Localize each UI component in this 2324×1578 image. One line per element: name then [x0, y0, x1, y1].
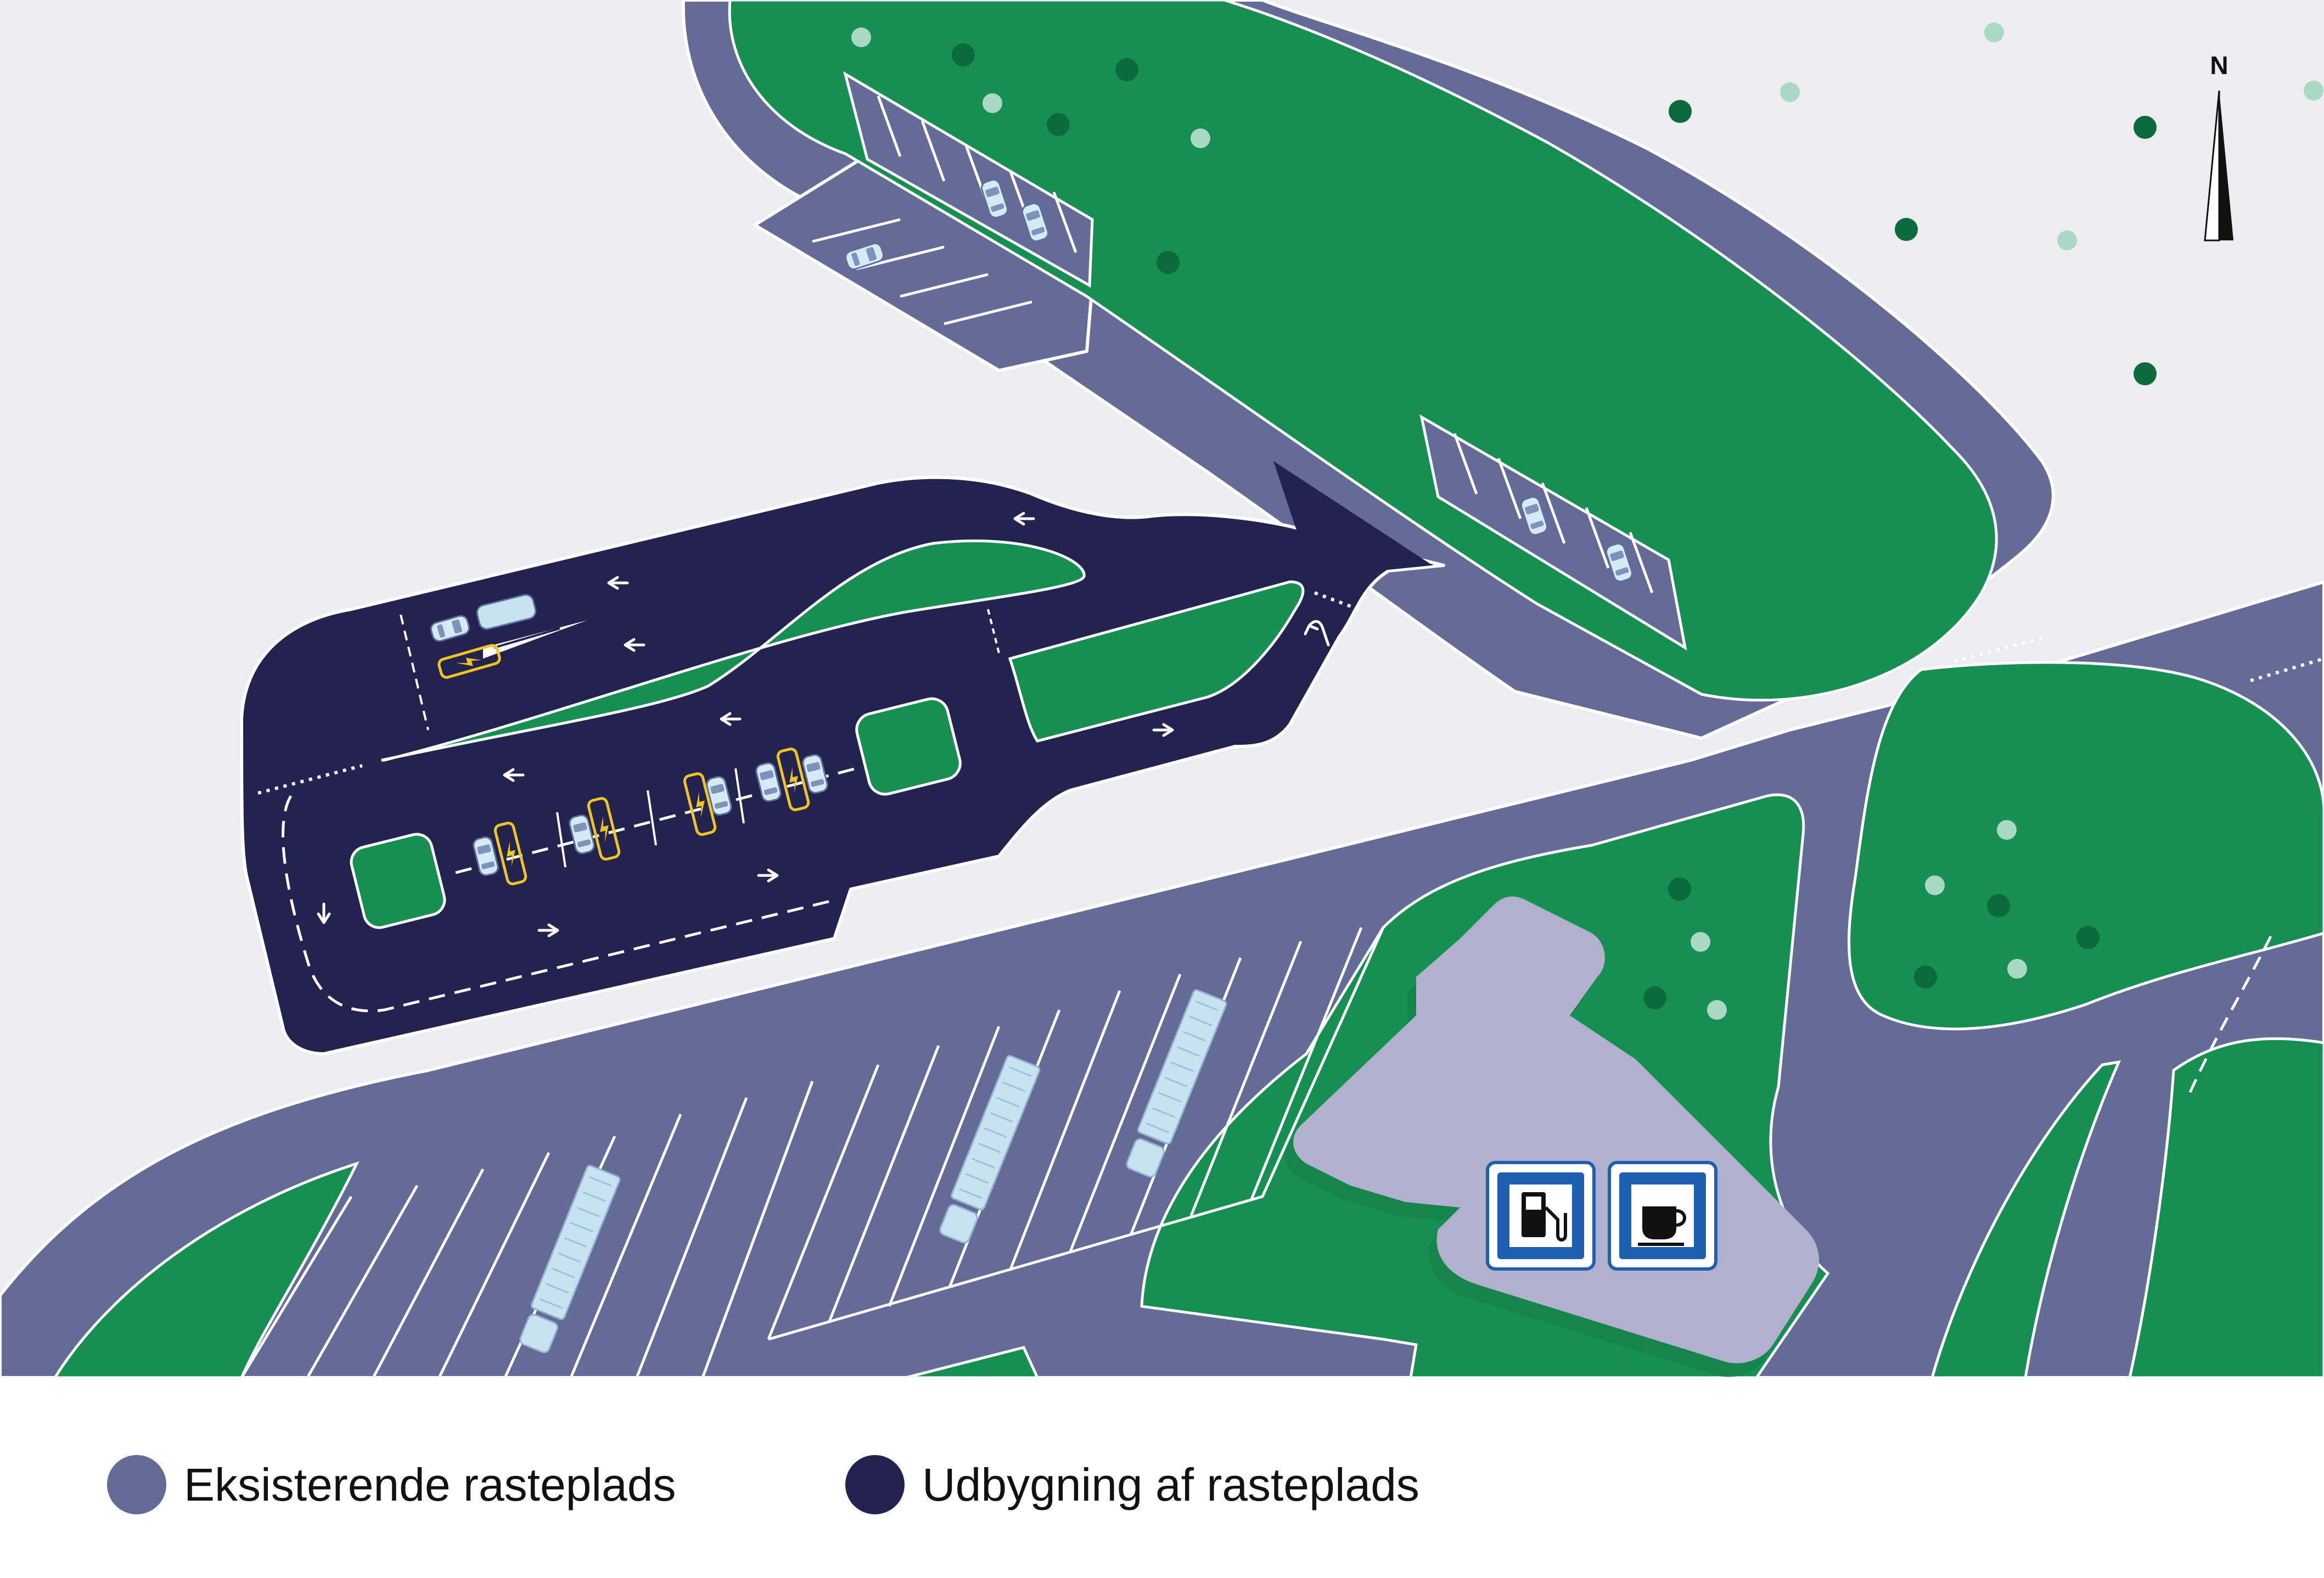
legend-label-existing: Eksisterende rasteplads	[184, 1458, 676, 1510]
north-arrow-icon: N	[2204, 51, 2233, 242]
extension-area	[240, 461, 1445, 1055]
fuel-station-sign-icon	[1486, 1161, 1596, 1271]
site-map: N	[0, 0, 2324, 1378]
cafe-sign-icon	[1608, 1161, 1717, 1271]
legend-label-extension: Udbygning af rasteplads	[922, 1458, 1419, 1510]
legend-item-existing: Eksisterende rasteplads	[107, 1452, 676, 1518]
green-island-upper	[728, 0, 1998, 702]
legend-swatch-existing	[107, 1455, 166, 1514]
north-label: N	[2210, 51, 2228, 80]
trees	[851, 23, 2323, 1020]
upper-parking-bays	[812, 96, 1654, 593]
legend-swatch-extension	[845, 1455, 905, 1514]
green-area-right	[1848, 661, 2324, 1031]
legend-item-extension: Udbygning af rasteplads	[845, 1452, 1419, 1518]
